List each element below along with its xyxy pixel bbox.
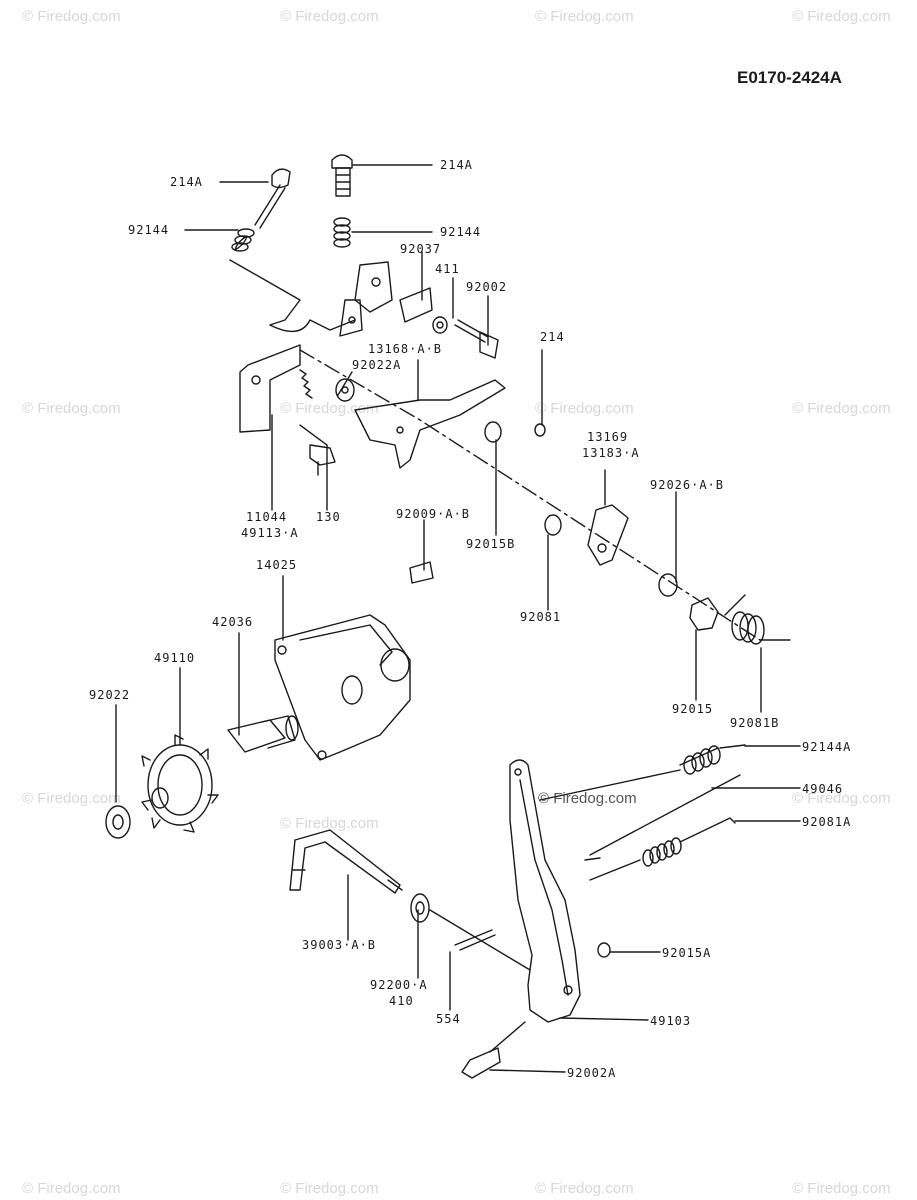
label-92081b: 92081B [730, 716, 780, 730]
label-130: 130 [316, 510, 341, 524]
nut-214 [534, 423, 546, 437]
washer-92022 [105, 805, 131, 839]
small-spring [299, 369, 313, 399]
watermark: © Firedog.com [792, 790, 891, 807]
label-49103: 49103 [650, 1014, 692, 1028]
label-214: 214 [540, 330, 565, 344]
label-49046: 49046 [802, 782, 844, 796]
label-92002: 92002 [466, 280, 508, 294]
label-42036: 42036 [212, 615, 254, 629]
lever-13169 [587, 504, 629, 566]
stud-92009 [409, 561, 434, 584]
shaft-centerline [299, 349, 761, 641]
watermark: © Firedog.com [792, 1180, 891, 1197]
watermark: © Firedog.com [22, 400, 121, 417]
label-214a-left: 214A [170, 175, 203, 189]
shaft-42036 [227, 715, 299, 753]
spring-92081b [724, 594, 791, 645]
lever-13168 [354, 379, 506, 469]
label-11044: 11044 [246, 510, 288, 524]
watermark: © Firedog.com [280, 8, 379, 25]
label-49113: 49113·A [241, 526, 299, 540]
rod-39003 [289, 829, 403, 894]
leader-lines [115, 164, 801, 1073]
bolt-92002a [461, 1021, 526, 1079]
plate-411 [399, 287, 433, 323]
label-92015b: 92015B [466, 537, 516, 551]
watermark: © Firedog.com [535, 1180, 634, 1197]
watermark: © Firedog.com [22, 1180, 121, 1197]
washer-92022a [335, 378, 355, 402]
bolt-92002 [454, 319, 499, 359]
collar-92015b [484, 421, 502, 443]
watermark-center: © Firedog.com [538, 790, 637, 807]
clip-92015a [597, 942, 611, 958]
label-13168: 13168·A·B [368, 342, 443, 356]
label-214a-top: 214A [440, 158, 473, 172]
rod-49046 [584, 774, 741, 861]
watermark: © Firedog.com [792, 400, 891, 417]
nut-92015 [689, 597, 719, 631]
housing-14025 [274, 614, 411, 761]
label-92022: 92022 [89, 688, 131, 702]
label-92144a: 92144A [802, 740, 852, 754]
spring-92081a [589, 817, 736, 881]
gear-49110 [141, 734, 219, 833]
spring-92144-left [231, 228, 255, 252]
label-410: 410 [389, 994, 414, 1008]
label-13169: 13169 [587, 430, 629, 444]
label-92015a: 92015A [662, 946, 712, 960]
label-14025: 14025 [256, 558, 298, 572]
screw-214a-left [254, 168, 291, 229]
diagram-code: E0170-2424A [737, 68, 842, 87]
watermark: © Firedog.com [535, 400, 634, 417]
watermark: © Firedog.com [792, 8, 891, 25]
pin-554 [454, 929, 496, 951]
watermark: © Firedog.com [535, 8, 634, 25]
label-411: 411 [435, 262, 460, 276]
label-92022a: 92022A [352, 358, 402, 372]
bolt-130 [309, 444, 336, 476]
label-92200: 92200·A [370, 978, 428, 992]
linkage-rod [229, 259, 301, 326]
lever-49103 [509, 759, 581, 1023]
watermark: © Firedog.com [280, 815, 379, 832]
watermark: © Firedog.com [280, 1180, 379, 1197]
label-554: 554 [436, 1012, 461, 1026]
label-92144-left: 92144 [128, 223, 170, 237]
label-13183: 13183·A [582, 446, 640, 460]
label-92081a: 92081A [802, 815, 852, 829]
bracket-11044 [239, 344, 301, 433]
label-92081: 92081 [520, 610, 562, 624]
label-39003: 39003·A·B [302, 938, 377, 952]
label-92026: 92026·A·B [650, 478, 725, 492]
washer-92200 [410, 893, 430, 923]
watermark: © Firedog.com [22, 8, 121, 25]
screw-214a-top [331, 154, 353, 197]
label-92015: 92015 [672, 702, 714, 716]
label-92037: 92037 [400, 242, 442, 256]
label-92009: 92009·A·B [396, 507, 471, 521]
spring-92144a [679, 744, 746, 775]
watermark: © Firedog.com [280, 400, 379, 417]
watermark: © Firedog.com [22, 790, 121, 807]
label-92002a: 92002A [567, 1066, 617, 1080]
label-49110: 49110 [154, 651, 196, 665]
spring-92144-right [333, 217, 351, 248]
washer-92081 [544, 514, 562, 536]
label-92144-right: 92144 [440, 225, 482, 239]
collar-92026 [658, 573, 678, 597]
bracket-92037 [339, 261, 393, 337]
washer [432, 316, 448, 334]
